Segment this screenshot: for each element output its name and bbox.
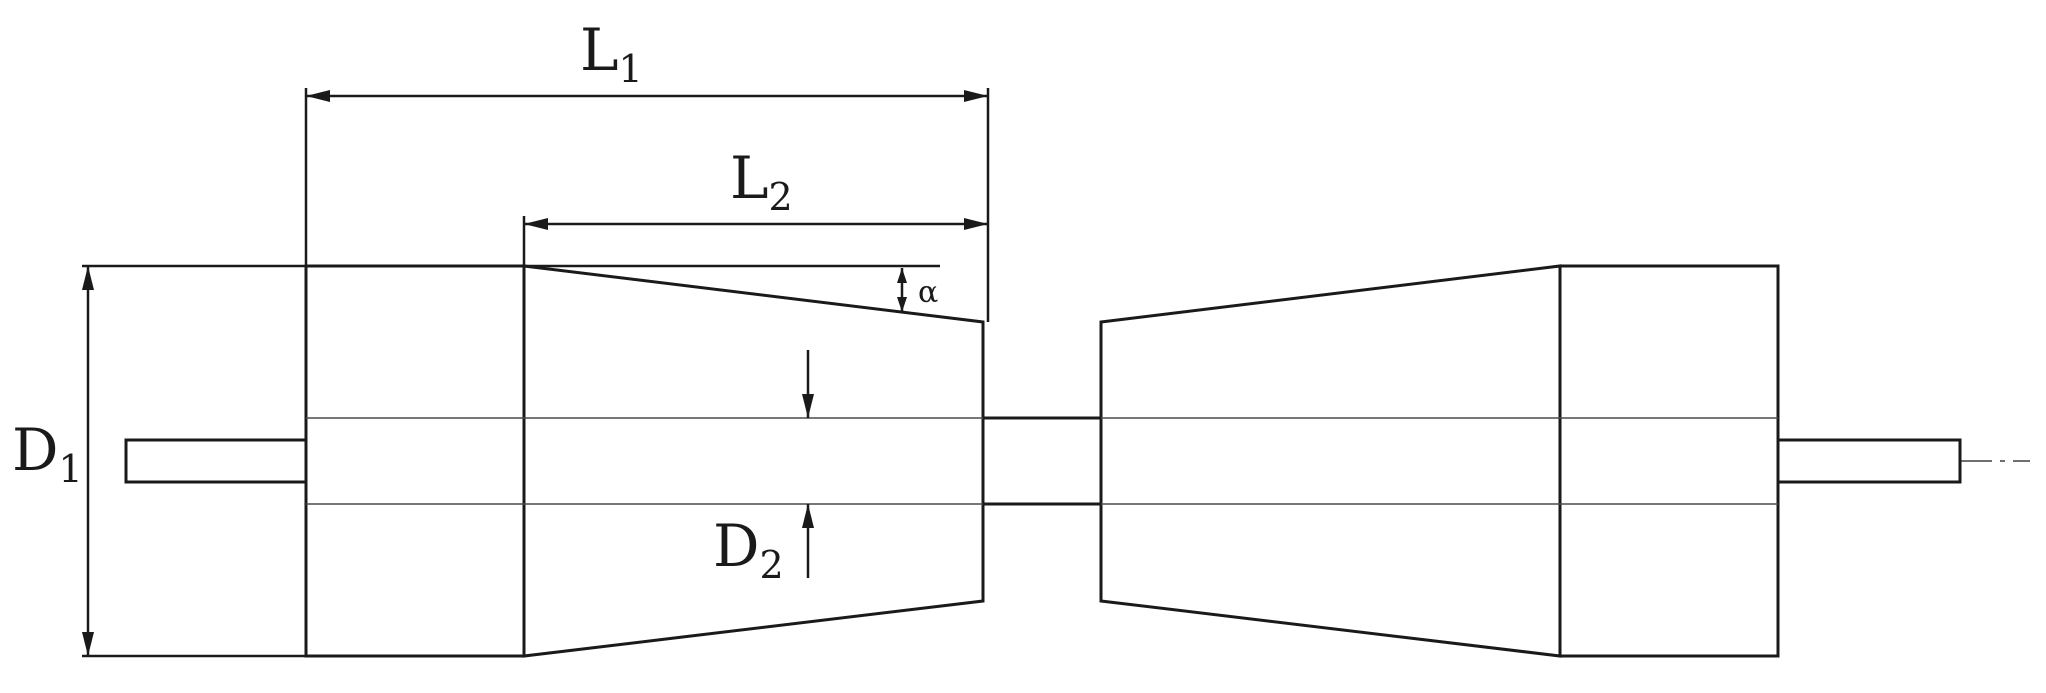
alpha-lower-arrowhead bbox=[897, 297, 907, 312]
d2-label-sub: 2 bbox=[760, 543, 784, 587]
right-roller-cylinder bbox=[1558, 264, 1780, 658]
middle-shaft bbox=[981, 416, 1103, 506]
alpha-label: α bbox=[918, 275, 938, 310]
l1-right-arrowhead bbox=[964, 90, 988, 102]
left-roller-cone bbox=[522, 264, 985, 658]
l2-label-sub: 2 bbox=[769, 175, 793, 219]
d1-top-arrowhead bbox=[82, 266, 94, 290]
right-shaft-stub bbox=[1776, 438, 1962, 484]
l2-right-arrowhead bbox=[964, 218, 988, 230]
alpha-upper-arrowhead bbox=[897, 268, 907, 283]
d2-label: D2 bbox=[713, 512, 784, 587]
d1-label-sub: 1 bbox=[59, 447, 83, 491]
l2-left-arrowhead bbox=[524, 218, 548, 230]
l2-label: L2 bbox=[730, 144, 793, 219]
l1-left-arrowhead bbox=[306, 90, 330, 102]
l1-label: L1 bbox=[580, 16, 643, 91]
right-roller-cone bbox=[1099, 264, 1562, 658]
d1-label: D1 bbox=[12, 416, 83, 491]
l1-label-sub: 1 bbox=[619, 47, 643, 91]
d1-bottom-arrowhead bbox=[82, 632, 94, 656]
d2-label-main: D bbox=[713, 512, 760, 580]
d2-lower-arrowhead bbox=[802, 504, 814, 528]
left-roller-cylinder bbox=[304, 264, 526, 658]
l2-label-main: L bbox=[730, 144, 769, 212]
d1-label-main: D bbox=[12, 416, 59, 484]
l1-label-main: L bbox=[580, 16, 619, 84]
left-shaft-stub bbox=[124, 438, 308, 484]
d2-upper-arrowhead bbox=[802, 394, 814, 418]
